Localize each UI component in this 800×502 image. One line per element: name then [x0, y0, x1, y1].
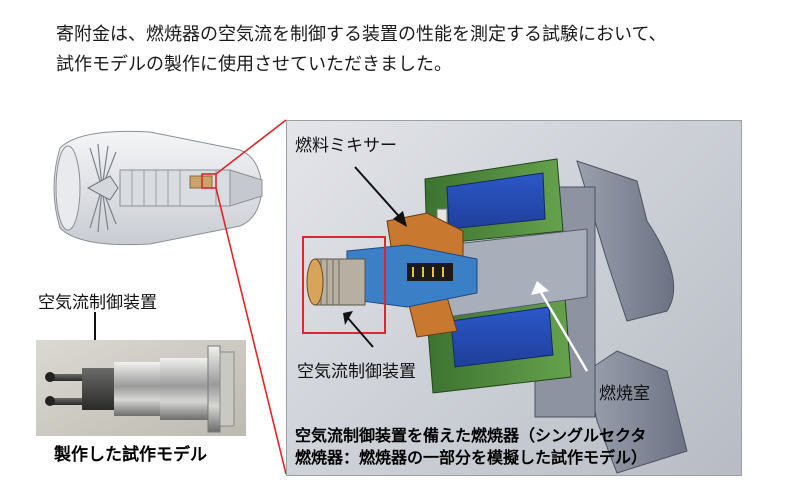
combustor-cutaway-panel: 燃料ミキサー 空気流制御装置 燃焼室 空気流制御装置を備えた燃焼器（シングルセク… [286, 120, 742, 476]
combustion-chamber-label: 燃焼室 [599, 384, 650, 404]
left-device-label: 空気流制御装置 [38, 293, 157, 313]
intro-text: 寄附金は、燃焼器の空気流を制御する装置の性能を測定する試験において、 試作モデル… [56, 20, 667, 80]
intro-line-1: 寄附金は、燃焼器の空気流を制御する装置の性能を測定する試験において、 [56, 24, 667, 45]
fuel-mixer-arrow [354, 166, 406, 224]
panel-device-label: 空気流制御装置 [297, 362, 416, 382]
intro-line-2: 試作モデルの製作に使用させていただきました。 [56, 54, 452, 75]
panel-caption: 空気流制御装置を備えた燃焼器（シングルセクタ 燃焼器：燃焼器の一部分を模擬した試… [295, 425, 647, 469]
prototype-photo [36, 340, 246, 436]
photo-caption: 製作した試作モデル [54, 445, 207, 465]
combustor-cutaway-drawing [302, 158, 688, 474]
chamber-arrow [537, 288, 589, 372]
engine-highlight-box [201, 173, 217, 189]
device-arrow [346, 316, 374, 348]
device-highlight-box [302, 236, 386, 334]
panel-caption-line-2: 燃焼器：燃焼器の一部分を模擬した試作モデル） [295, 448, 648, 467]
jet-engine-illustration [53, 130, 263, 246]
panel-caption-line-1: 空気流制御装置を備えた燃焼器（シングルセクタ [295, 426, 647, 445]
fuel-mixer-label: 燃料ミキサー [295, 136, 397, 156]
